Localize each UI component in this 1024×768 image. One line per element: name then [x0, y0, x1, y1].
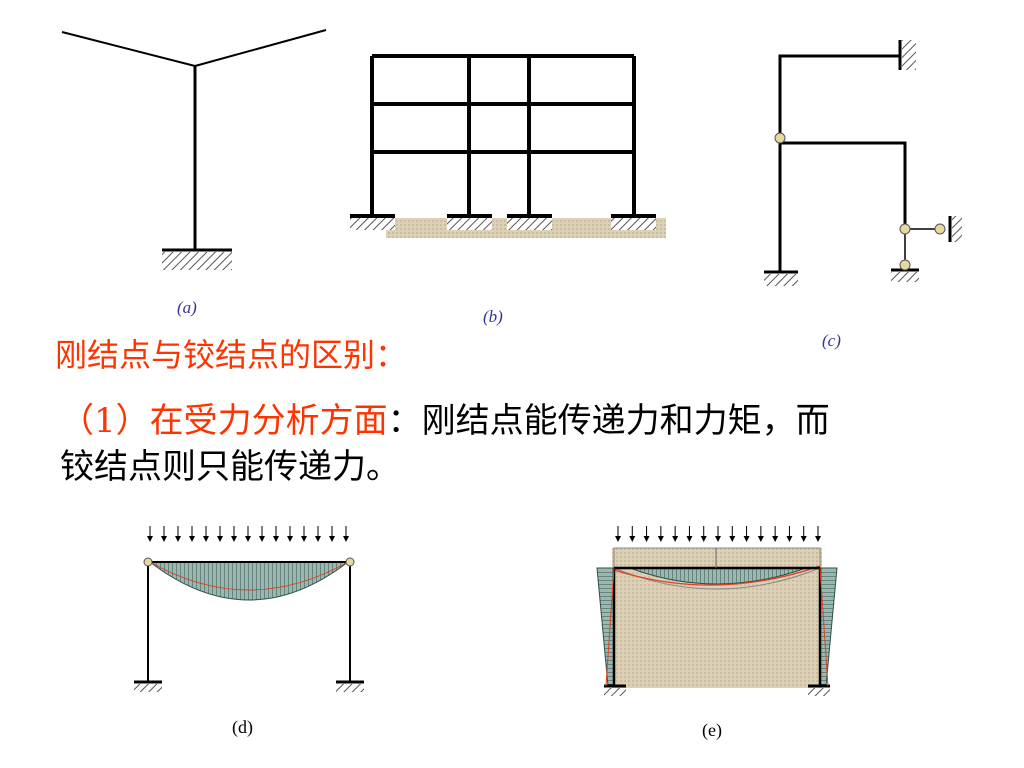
- diagram-e: [596, 526, 838, 696]
- load-arrowhead: [161, 536, 167, 542]
- load-arrowhead: [772, 536, 779, 542]
- load-arrowhead: [700, 536, 707, 542]
- caption-b: (b): [483, 307, 503, 326]
- load-arrowhead: [657, 536, 664, 542]
- hinge-icon: [899, 223, 911, 235]
- load-arrowhead: [743, 536, 750, 542]
- caption-a: (a): [177, 298, 197, 317]
- load-arrows: [147, 526, 349, 542]
- hinge-icon: [774, 132, 786, 144]
- load-arrowhead: [231, 536, 237, 542]
- hinge-icon: [934, 223, 946, 235]
- point-1-label: （1）在受力分析方面: [60, 401, 388, 441]
- load-arrowhead: [343, 536, 349, 542]
- load-arrowhead: [672, 536, 679, 542]
- load-arrowhead: [643, 536, 650, 542]
- diagram-b: [350, 54, 666, 238]
- load-arrowhead: [315, 536, 321, 542]
- load-arrowhead: [629, 536, 636, 542]
- load-arrowhead: [301, 536, 307, 542]
- load-arrowhead: [203, 536, 209, 542]
- load-arrowhead: [259, 536, 265, 542]
- load-arrowhead: [800, 536, 807, 542]
- load-arrows: [615, 526, 821, 542]
- load-arrowhead: [147, 536, 153, 542]
- section-heading: 刚结点与铰结点的区别：: [55, 336, 408, 374]
- load-arrowhead: [757, 536, 764, 542]
- load-arrowhead: [615, 536, 621, 542]
- caption-e: (e): [702, 720, 722, 740]
- point-1-text-line1: ：刚结点能传递力和力矩，而: [387, 401, 830, 441]
- load-arrowhead: [273, 536, 279, 542]
- hinge-icon: [899, 259, 911, 271]
- load-arrowhead: [686, 536, 693, 542]
- caption-c: (c): [822, 331, 841, 350]
- diagram-d: [134, 526, 364, 692]
- load-arrowhead: [287, 536, 293, 542]
- point-1-paragraph: （1）在受力分析方面：刚结点能传递力和力矩，而 铰结点则只能传递力。: [60, 398, 980, 490]
- load-arrowhead: [729, 536, 736, 542]
- load-arrowhead: [175, 536, 181, 542]
- load-arrowhead: [715, 536, 721, 542]
- fixed-support: [162, 252, 232, 270]
- load-arrowhead: [245, 536, 251, 542]
- load-arrowhead: [189, 536, 195, 542]
- diagram-a: [61, 29, 327, 270]
- moment-diagram: [629, 567, 807, 585]
- moment-diagram: [148, 561, 350, 601]
- load-arrowhead: [329, 536, 335, 542]
- point-1-text-line2: 铰结点则只能传递力。: [60, 447, 400, 487]
- load-arrowhead: [786, 536, 793, 542]
- caption-d: (d): [232, 717, 253, 737]
- load-arrowhead: [217, 536, 223, 542]
- diagram-c: [764, 40, 962, 286]
- load-arrowhead: [815, 536, 821, 542]
